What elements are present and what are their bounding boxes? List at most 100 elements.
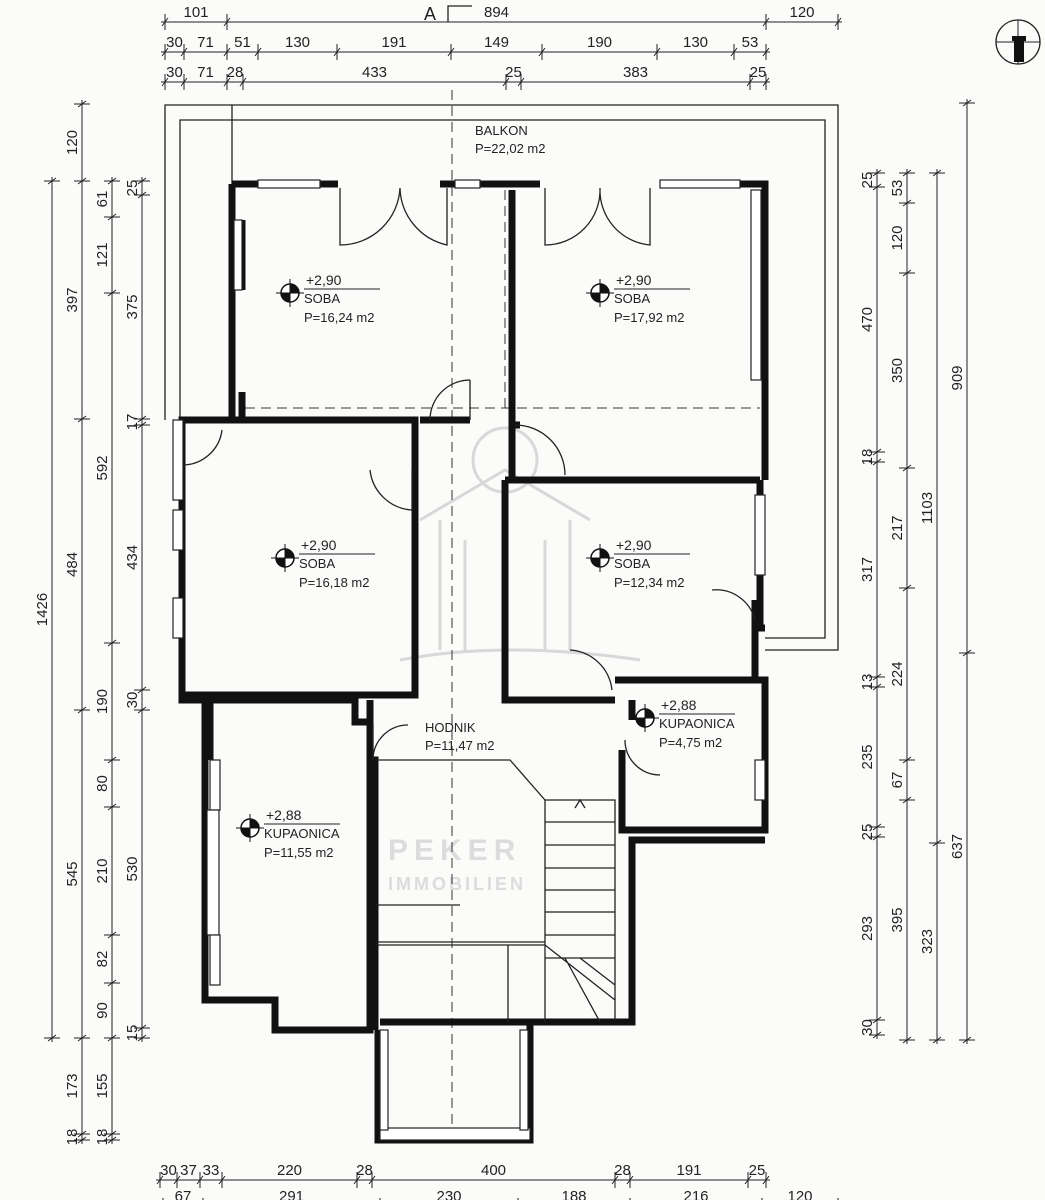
dimension-tick	[218, 1172, 226, 1188]
dimension-value: 291	[279, 1188, 304, 1200]
dimension-tick	[161, 74, 169, 90]
room-level: +2,90	[616, 537, 652, 553]
dimension-tick	[653, 44, 661, 60]
dimension-tick	[74, 1034, 90, 1042]
dimension-tick	[104, 213, 120, 221]
dimension-tick	[134, 1034, 150, 1042]
dimension-tick	[134, 421, 150, 429]
section-marker-label: A	[424, 4, 436, 24]
dimension-tick	[959, 99, 975, 107]
elevation-marker-icon	[271, 544, 299, 572]
watermark-sub: IMMOBILIEN	[388, 874, 526, 894]
dimension-tick	[869, 1016, 885, 1024]
dimension-tick	[104, 1130, 120, 1138]
dimension-tick	[899, 464, 915, 472]
dimension-tick	[254, 44, 262, 60]
dimension-value: 220	[277, 1162, 302, 1179]
windows	[172, 179, 766, 1141]
dimension-tick	[869, 448, 885, 456]
dimension-tick	[104, 1136, 120, 1144]
dimension-value: 909	[949, 365, 966, 390]
dimension-tick	[762, 1172, 770, 1188]
dimension-tick	[180, 44, 188, 60]
room-area: P=4,75 m2	[659, 735, 722, 750]
dimension-tick	[869, 833, 885, 841]
dimension-tick	[156, 1172, 164, 1188]
dimension-value: 67	[175, 1188, 192, 1200]
dimension-value: 894	[484, 4, 509, 21]
dimension-value: 235	[859, 744, 876, 769]
dimension-tick	[180, 74, 188, 90]
room-area: P=12,34 m2	[614, 575, 684, 590]
dimension-value: 25	[124, 180, 141, 197]
dimension-tick	[869, 683, 885, 691]
dimension-value: 13	[859, 674, 876, 691]
dimension-tick	[333, 44, 341, 60]
dimension-value: 53	[742, 34, 759, 51]
dimension-value: 383	[623, 64, 648, 81]
room-name: SOBA	[614, 291, 650, 306]
dimension-tick	[869, 183, 885, 191]
dimension-tick	[502, 74, 510, 90]
dimension-tick	[134, 191, 150, 199]
room-level: +2,90	[616, 272, 652, 288]
dimension-tick	[899, 269, 915, 277]
room-area: P=22,02 m2	[475, 141, 545, 156]
dimension-value: 30	[124, 692, 141, 709]
dimension-tick	[134, 706, 150, 714]
dimension-tick	[161, 44, 169, 60]
dimension-tick	[74, 1136, 90, 1144]
dimension-tick	[730, 44, 738, 60]
watermark-logo: PEKER IMMOBILIEN	[388, 426, 641, 894]
dimension-value: 28	[227, 64, 244, 81]
room-area: P=11,47 m2	[425, 738, 495, 753]
dimension-tick	[104, 803, 120, 811]
dimension-tick	[447, 44, 455, 60]
dimension-tick	[104, 931, 120, 939]
room-level: +2,88	[266, 807, 302, 823]
dimension-value: 397	[64, 287, 81, 312]
room-area: P=17,92 m2	[614, 310, 684, 325]
dimension-value: 130	[683, 34, 708, 51]
dimension-tick	[744, 1172, 752, 1188]
dimension-value: 30	[160, 1162, 177, 1179]
dimension-tick	[959, 649, 975, 657]
dimension-value: 191	[381, 34, 406, 51]
dimension-tick	[44, 1034, 60, 1042]
room-level: +2,90	[306, 272, 342, 288]
dimension-tick	[44, 177, 60, 185]
dimension-value: 61	[94, 191, 111, 208]
dimension-value: 1103	[919, 492, 936, 524]
dimension-value: 120	[889, 225, 906, 250]
dimension-tick	[929, 839, 945, 847]
dimension-value: 90	[94, 1002, 111, 1019]
dimension-tick	[74, 706, 90, 714]
dimension-value: 101	[183, 4, 208, 21]
dimension-tick	[517, 74, 525, 90]
dimension-value: 191	[676, 1162, 701, 1179]
dimension-value: 433	[362, 64, 387, 81]
dimension-value: 155	[94, 1073, 111, 1098]
dimension-value: 71	[197, 34, 214, 51]
dimension-value: 30	[166, 64, 183, 81]
room-level: +2,90	[301, 537, 337, 553]
dimension-tick	[104, 1034, 120, 1042]
dimension-value: 592	[94, 455, 111, 480]
dimension-value: 28	[614, 1162, 631, 1179]
dimension-tick	[899, 756, 915, 764]
dimension-value: 28	[356, 1162, 373, 1179]
room-name: SOBA	[299, 556, 335, 571]
dimension-tick	[173, 1172, 181, 1188]
